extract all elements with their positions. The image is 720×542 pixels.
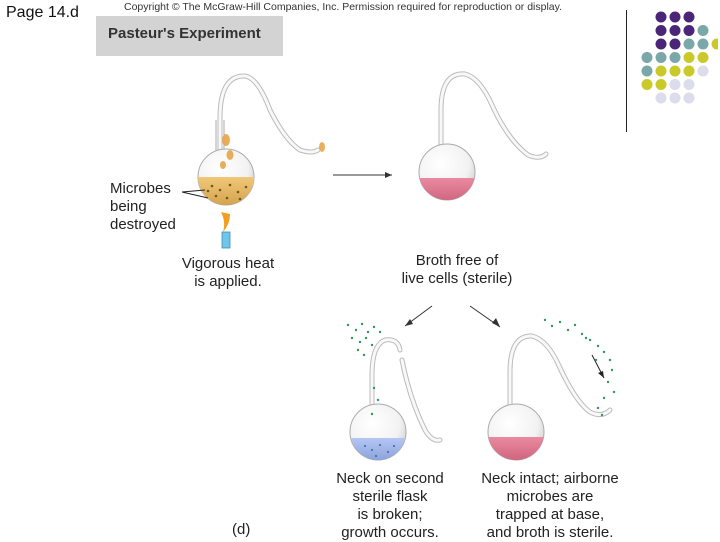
label-sterile-broth: Broth free of live cells (sterile) (401, 252, 513, 287)
label-microbes-destroyed: Microbes being destroyed (110, 180, 176, 233)
divider-line (626, 10, 627, 132)
decorative-dot (697, 38, 709, 50)
page-label: Page 14.d (6, 4, 79, 21)
decorative-dot-grid (641, 11, 718, 104)
figure-title: Pasteur's Experiment (108, 25, 261, 42)
decorative-dot (697, 25, 709, 36)
decorative-dot (655, 11, 667, 23)
decorative-dot (669, 11, 681, 23)
decorative-dot (655, 38, 667, 50)
decorative-dot (683, 52, 695, 63)
process-arrow-right (333, 172, 392, 178)
decorative-dot (655, 79, 667, 90)
decorative-dot (683, 38, 695, 50)
decorative-dot (669, 79, 681, 90)
decorative-dot (655, 52, 667, 63)
decorative-dot (711, 38, 718, 50)
decorative-dot (669, 25, 681, 36)
label-intact-neck: Neck intact; airborne microbes are trapp… (481, 470, 619, 541)
decorative-dot (669, 92, 681, 104)
label-vigorous-heat: Vigorous heat is applied. (181, 255, 275, 290)
decorative-dot (683, 65, 695, 77)
flask-broken-neck (349, 337, 443, 461)
decorative-dot (641, 65, 653, 77)
decorative-dot (655, 25, 667, 36)
label-broken-neck: Neck on second sterile flask is broken; … (336, 470, 444, 541)
decorative-dot (655, 92, 667, 104)
decorative-dot (669, 38, 681, 50)
airborne-microbes (346, 318, 616, 417)
split-arrows (404, 305, 501, 328)
decorative-dot (683, 25, 695, 36)
title-banner (96, 16, 283, 56)
copyright-notice: Copyright © The McGraw-Hill Companies, I… (124, 1, 563, 13)
decorative-dot (641, 52, 653, 63)
decorative-dot (669, 65, 681, 77)
decorative-dot (669, 52, 681, 63)
decorative-dot (655, 65, 667, 77)
flask-intact-neck (487, 333, 613, 461)
decorative-dot (697, 65, 709, 77)
panel-label: (d) (232, 521, 251, 538)
flask-sterile (418, 71, 549, 201)
decorative-dot (683, 11, 695, 23)
decorative-dot (683, 79, 695, 90)
decorative-dot (683, 92, 695, 104)
decorative-dot (697, 52, 709, 63)
decorative-dot (641, 79, 653, 90)
flask-heated (181, 73, 325, 249)
